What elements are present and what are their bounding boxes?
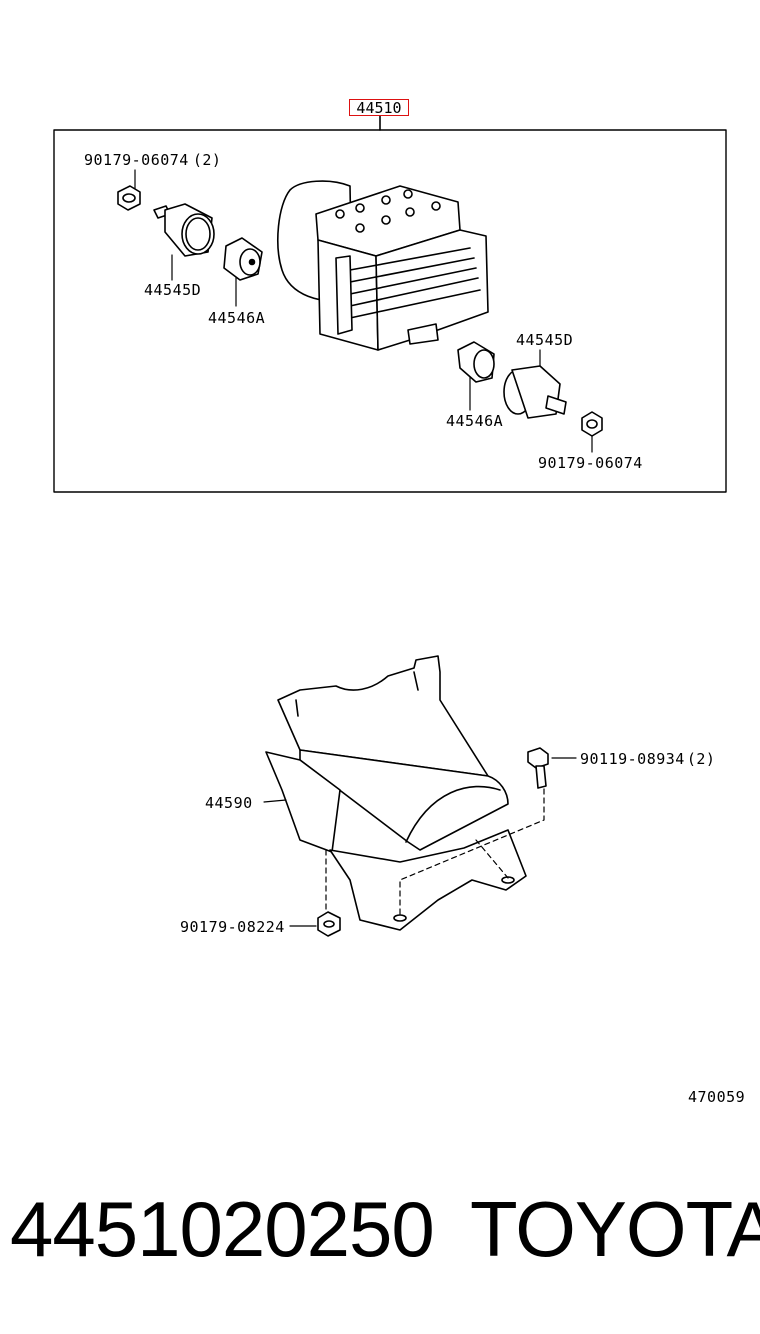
footer-part-number: 4451020250	[10, 1185, 435, 1273]
abs-bracket	[265, 655, 545, 931]
bolt-bracket	[527, 747, 577, 789]
label-bolt-qty: (2)	[686, 750, 716, 768]
plug-right	[503, 349, 567, 419]
label-bushing-right: 44546A	[446, 412, 504, 430]
label-nut-top-number: 90179-06074	[84, 151, 189, 169]
label-bushing-left: 44546A	[208, 309, 266, 327]
nut-bottom-right	[581, 411, 603, 453]
label-nut-top: 90179-06074(2)	[84, 153, 221, 168]
plug-left	[153, 203, 215, 281]
label-plug-right: 44545D	[516, 331, 574, 349]
label-nut-top-qty: (2)	[192, 151, 222, 169]
label-bolt-number: 90119-08934	[580, 750, 685, 768]
abs-actuator	[277, 180, 489, 351]
assembly-frame	[53, 129, 727, 493]
bushing-left	[223, 237, 263, 307]
nut-top-left	[117, 169, 141, 211]
bushing-right	[457, 341, 495, 411]
label-bracket: 44590	[205, 794, 253, 812]
footer-brand: TOYOTA	[470, 1185, 760, 1273]
nut-bracket	[289, 911, 341, 937]
label-nut-bottom: 90179-06074	[538, 454, 643, 472]
bracket-leader	[263, 799, 287, 803]
label-nut-bracket: 90179-08224	[180, 918, 285, 936]
diagram-id: 470059	[688, 1088, 746, 1106]
label-bolt: 90119-08934(2)	[580, 752, 715, 767]
assembly-callout[interactable]: 44510	[349, 99, 409, 117]
label-plug-left: 44545D	[144, 281, 202, 299]
